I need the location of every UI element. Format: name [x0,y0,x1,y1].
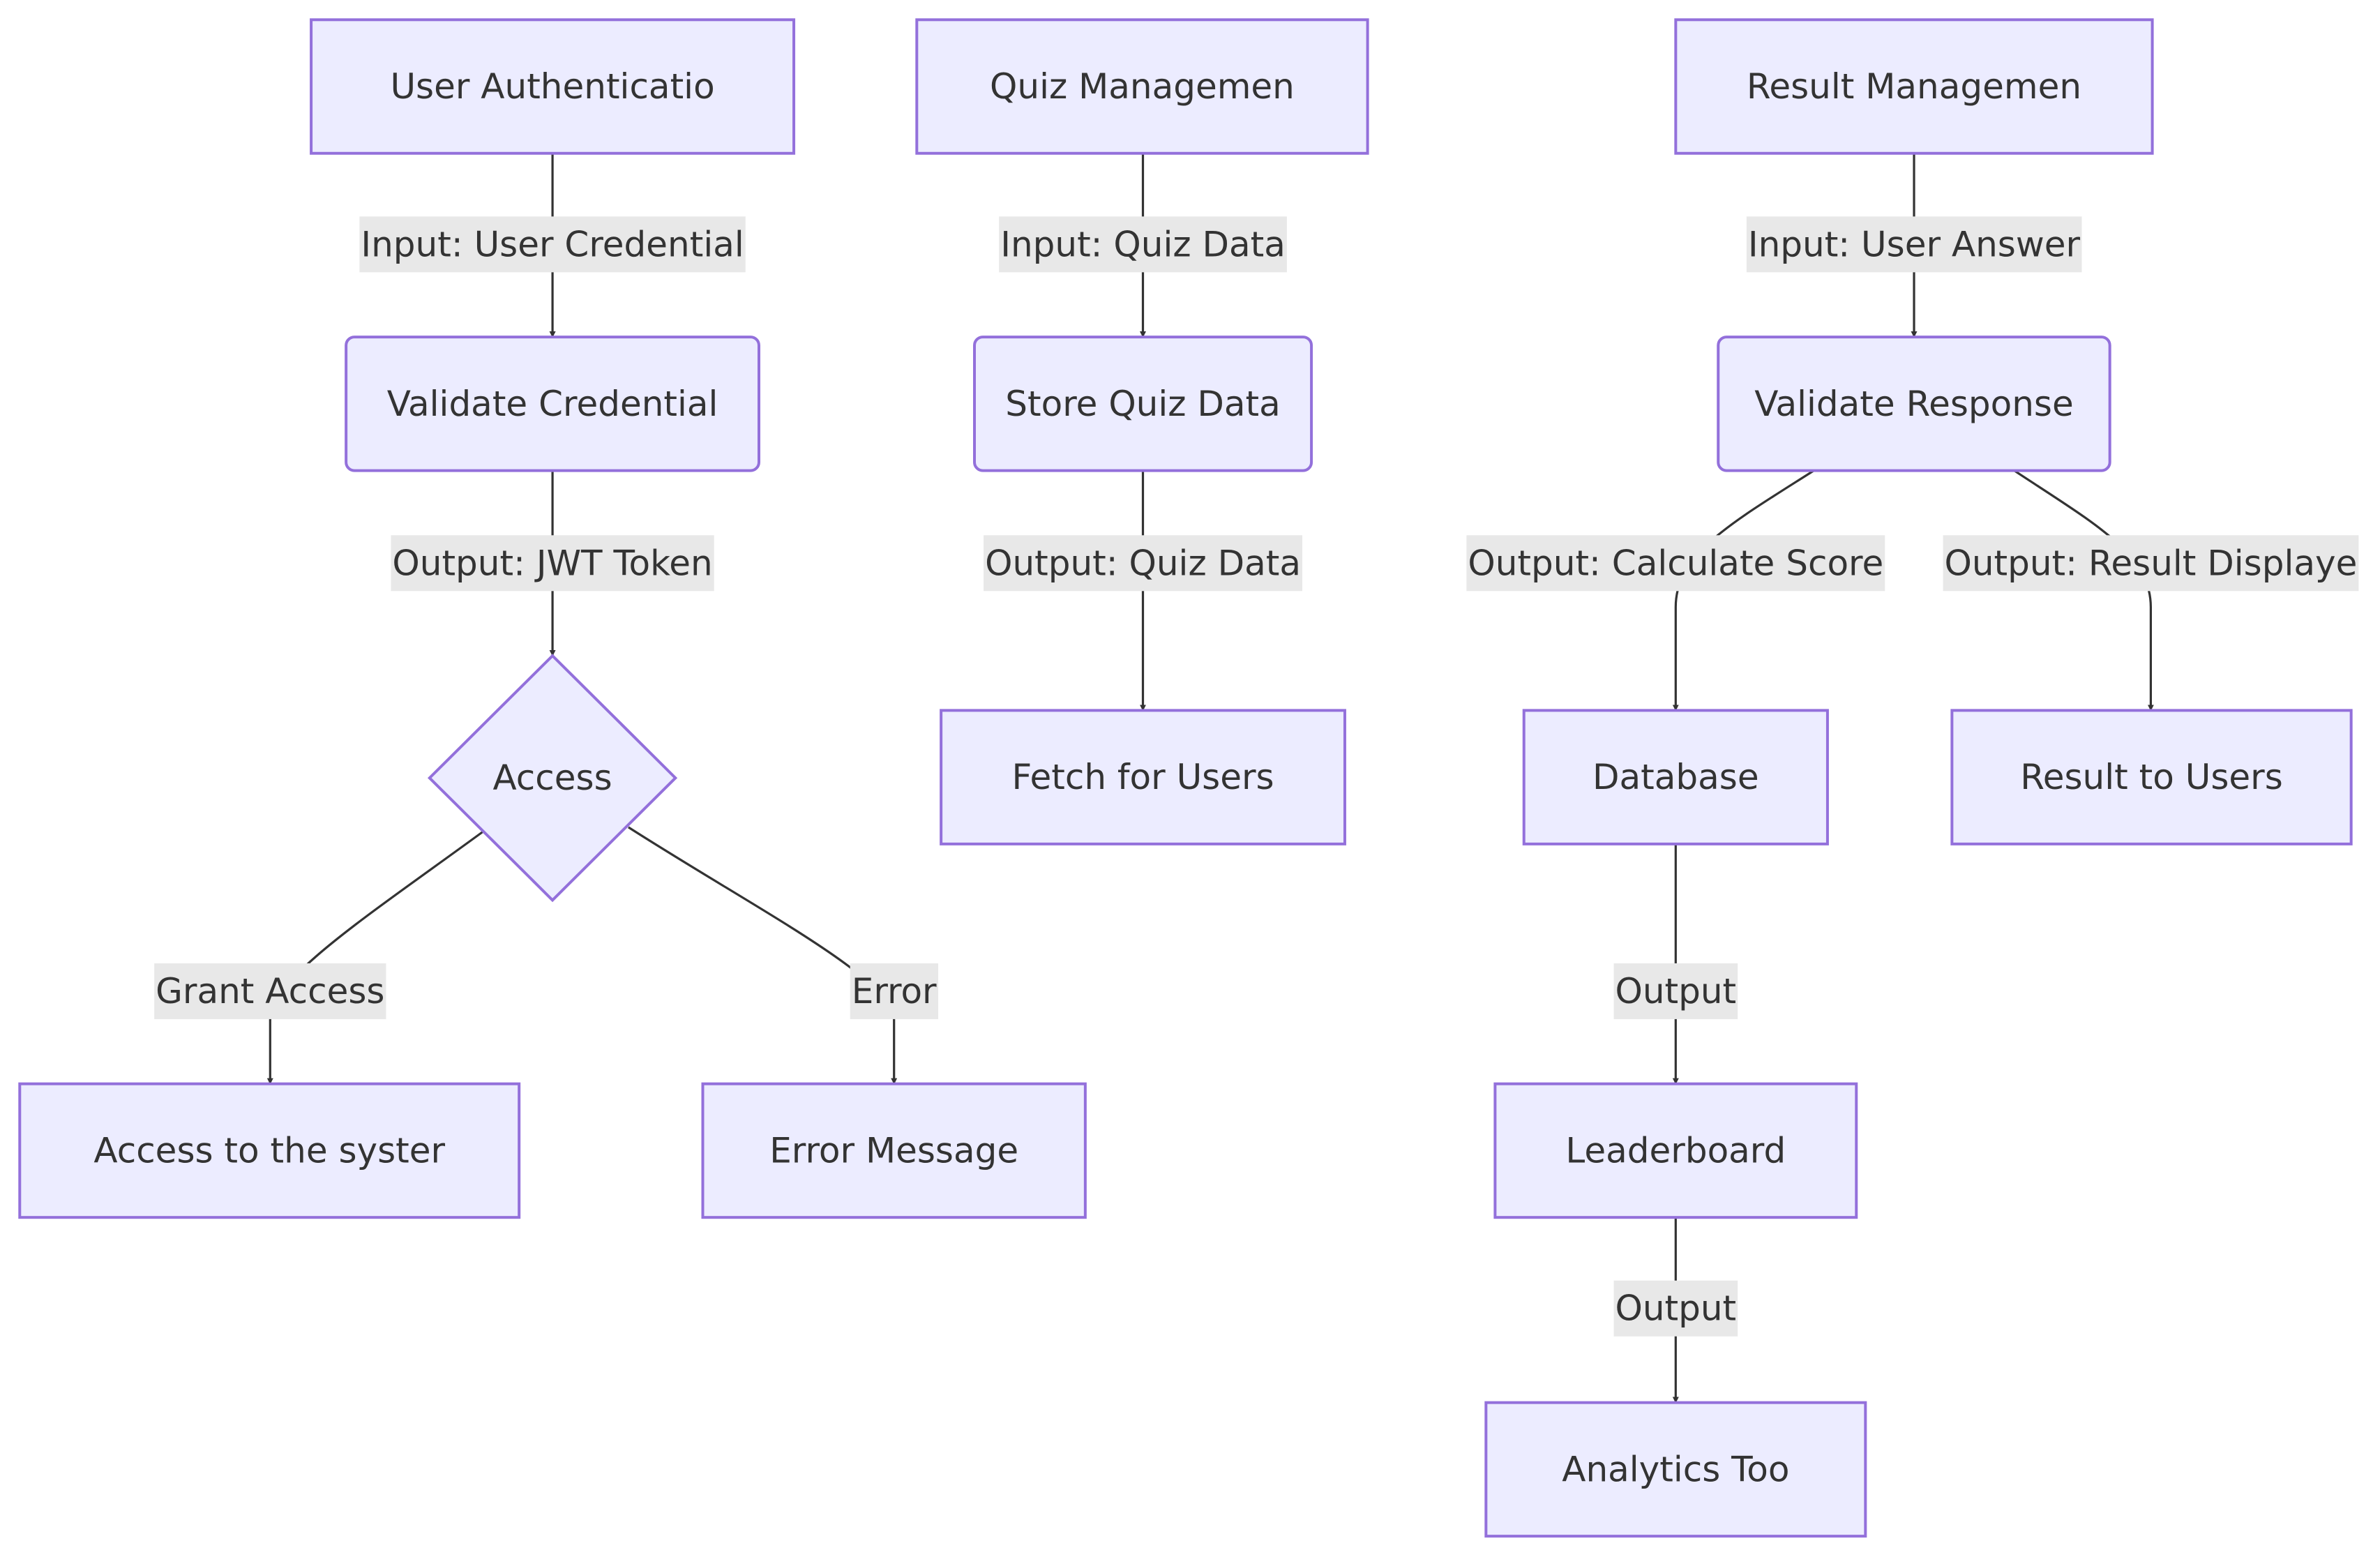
edge-label-e2: Output: JWT Token [391,535,714,592]
node-error-message-label: Error Message [769,1130,1018,1171]
node-quiz-management-label: Quiz Managemen [990,66,1295,107]
node-fetch-for-users-label: Fetch for Users [1011,757,1274,797]
node-store-quiz-data-label: Store Quiz Data [1005,384,1281,424]
edge-label-text: Output: Quiz Data [985,543,1301,583]
node-fetch-for-users-box [940,709,1346,845]
edge-label-e4: Error [850,963,939,1019]
edge-label-background [1943,535,2359,592]
edge-label-text: Output: Result Displaye [1944,543,2357,583]
node-access-label: Access [492,758,612,798]
node-result-management: Result Managemen [1674,18,2154,155]
node-database-box [1522,709,1829,845]
edge-label-e8: Output: Calculate Score [1466,535,1885,592]
edge-label-text: Input: Quiz Data [1000,224,1286,264]
node-fetch-for-users: Fetch for Users [940,709,1346,845]
node-result-to-users: Result to Users [1950,709,2353,845]
node-leaderboard-label: Leaderboard [1565,1130,1786,1171]
node-error-message-box [701,1082,1087,1219]
node-access-to-system: Access to the syster [18,1082,521,1219]
edge-label-background [154,963,386,1019]
node-quiz-management: Quiz Managemen [915,18,1369,155]
edge-label-e7: Input: User Answer [1746,216,2082,273]
edge-label-background [1613,963,1738,1019]
node-store-quiz-data-box [973,336,1313,472]
edge-label-background [984,535,1302,592]
edge-label-background [1466,535,1885,592]
node-validate-credentials: Validate Credential [345,336,761,472]
node-database-label: Database [1592,757,1759,797]
edge-label-background [359,216,746,273]
edge-label-e3: Grant Access [154,963,386,1019]
node-result-to-users-box [1950,709,2353,845]
node-validate-response-label: Validate Response [1754,384,2074,424]
node-access: Access [427,654,678,903]
node-user-auth-box [310,18,796,155]
node-validate-response: Validate Response [1717,336,2111,472]
node-store-quiz-data: Store Quiz Data [973,336,1313,472]
node-validate-credentials-box [345,336,761,472]
edge-label-e10: Output [1613,963,1738,1019]
node-validate-response-box [1717,336,2111,472]
node-user-auth-label: User Authenticatio [390,66,714,107]
edge-label-background [1613,1280,1738,1337]
edge-label-background [391,535,714,592]
node-validate-credentials-label: Validate Credential [387,384,718,424]
edge-label-e6: Output: Quiz Data [984,535,1302,592]
edge-label-text: Output [1615,971,1736,1011]
node-analytics-tool-label: Analytics Too [1562,1449,1789,1489]
node-result-management-box [1674,18,2154,155]
edge-label-text: Input: User Credential [361,224,744,264]
edge-label-text: Grant Access [156,971,384,1011]
node-error-message: Error Message [701,1082,1087,1219]
edge-label-background [1746,216,2082,273]
edge-label-text: Error [852,971,937,1011]
edge-access-to-error-message [628,826,898,1085]
node-result-management-label: Result Managemen [1747,66,2081,107]
node-result-to-users-label: Result to Users [2020,757,2283,797]
edge-label-text: Input: User Answer [1748,224,2081,264]
edge-label-text: Output: Calculate Score [1468,543,1883,583]
node-database: Database [1522,709,1829,845]
node-leaderboard-box [1493,1082,1858,1219]
node-analytics-tool: Analytics Too [1484,1401,1867,1538]
edge-label-text: Output [1615,1288,1736,1329]
node-user-auth: User Authenticatio [310,18,796,155]
node-analytics-tool-box [1484,1401,1867,1538]
edge-label-e9: Output: Result Displaye [1943,535,2359,592]
edge-label-background [999,216,1287,273]
edge-label-e1: Input: User Credential [359,216,746,273]
node-access-to-system-box [18,1082,521,1219]
edge-label-background [850,963,939,1019]
node-leaderboard: Leaderboard [1493,1082,1858,1219]
node-access-to-system-label: Access to the syster [93,1130,445,1171]
edge-label-text: Output: JWT Token [392,543,712,583]
edge-label-e5: Input: Quiz Data [999,216,1287,273]
edge-access-to-access-to-system [266,831,483,1085]
node-access-diamond [427,654,678,903]
edge-label-e11: Output [1613,1280,1738,1337]
node-quiz-management-box [915,18,1369,155]
